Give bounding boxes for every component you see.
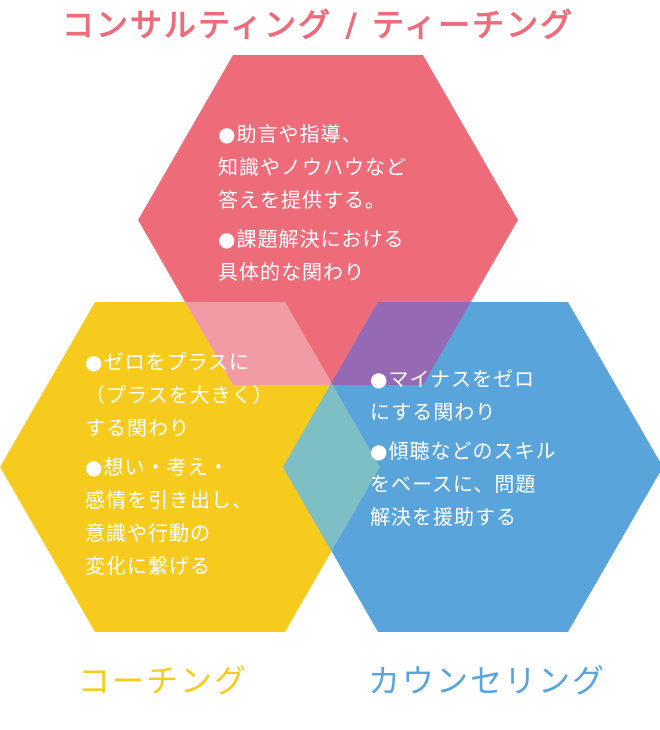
left-bullet-item: ●ゼロをプラスに （プラスを大きく） する関わり bbox=[85, 346, 274, 445]
top-bullet-line: ●助言や指導、 bbox=[218, 122, 363, 146]
consulting-teaching-title: コンサルティング / ティーチング bbox=[62, 6, 575, 44]
right-bullet-line: ●マイナスをゼロ bbox=[370, 367, 536, 391]
coaching-description: ●ゼロをプラスに （プラスを大きく） する関わり ●想い・考え・感情を引き出し、意識や… bbox=[85, 346, 274, 589]
right-bullet-line: 解決を援助する bbox=[370, 505, 517, 529]
coaching-title: コーチング bbox=[78, 662, 249, 700]
right-bullet-item: ●傾聴などのスキルをベースに、問題解決を援助する bbox=[370, 435, 556, 534]
top-bullet-line: 具体的な関わり bbox=[218, 260, 365, 284]
left-bullet-line: 意識や行動の bbox=[85, 521, 211, 545]
left-bullet-item: ●想い・考え・感情を引き出し、意識や行動の変化に繋げる bbox=[85, 451, 274, 583]
left-bullet-line: （プラスを大きく） bbox=[85, 383, 274, 407]
top-bullet-line: 知識やノウハウなど bbox=[218, 155, 407, 179]
counseling-title: カウンセリング bbox=[368, 662, 607, 700]
consulting-coaching-overlap bbox=[138, 302, 380, 385]
right-bullet-item: ●マイナスをゼロにする関わり bbox=[370, 363, 556, 429]
top-bullet-line: 答えを提供する。 bbox=[218, 188, 386, 212]
right-bullet-line: をベースに、問題 bbox=[370, 472, 537, 496]
left-bullet-line: ●想い・考え・ bbox=[85, 455, 230, 479]
top-bullet-line: ●課題解決における bbox=[218, 227, 405, 251]
left-bullet-line: ●ゼロをプラスに bbox=[85, 350, 251, 374]
left-bullet-line: する関わり bbox=[85, 416, 190, 440]
left-bullet-line: 感情を引き出し、 bbox=[85, 488, 253, 512]
right-bullet-line: にする関わり bbox=[370, 400, 497, 424]
top-bullet-item: ●課題解決における具体的な関わり bbox=[218, 223, 407, 289]
consulting-counseling-overlap bbox=[283, 302, 518, 385]
right-bullet-line: ●傾聴などのスキル bbox=[370, 439, 557, 463]
counseling-description: ●マイナスをゼロにする関わり●傾聴などのスキルをベースに、問題解決を援助する bbox=[370, 363, 556, 540]
left-bullet-line: 変化に繋げる bbox=[85, 554, 211, 578]
top-bullet-item: ●助言や指導、知識やノウハウなど答えを提供する。 bbox=[218, 118, 407, 217]
consulting-description: ●助言や指導、知識やノウハウなど答えを提供する。●課題解決における具体的な関わり bbox=[218, 118, 407, 295]
